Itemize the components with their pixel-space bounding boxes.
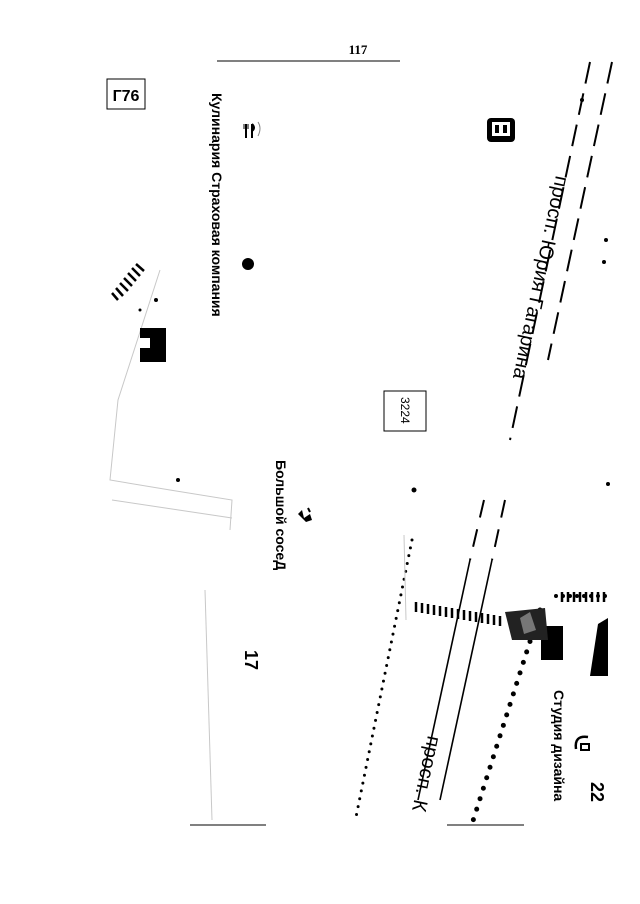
building-icon: [487, 118, 515, 142]
building-block-center: [505, 608, 563, 660]
pedestrian-crossing-center: [414, 602, 502, 626]
design-studio-icon: [574, 735, 590, 751]
street-label-gagarin: просп. Юрия Гагарина: [508, 174, 573, 382]
faint-outlines: [109, 269, 407, 821]
shop-icon: [298, 507, 312, 522]
building-block-left-notch: [140, 338, 150, 348]
small-dots: [138, 98, 610, 493]
dot-marker-icon: [242, 258, 254, 270]
poi-label-design-studio: Студия дизайна: [551, 690, 567, 801]
house-number-right: 22: [587, 782, 607, 802]
grid-ref-box: [106, 78, 146, 110]
avenue-lower-lines: [417, 559, 493, 801]
house-number-box-label: 3224: [398, 397, 412, 424]
house-number-left: 17: [241, 650, 261, 670]
avenue-gagarin-edges: [469, 61, 613, 561]
building-block-right: [590, 618, 608, 676]
page-number: 117: [349, 42, 368, 57]
poi-label-culinary-insurance: Кулинария Страховая компания: [209, 93, 225, 317]
grid-ref-label: Г76: [113, 88, 140, 105]
pedestrian-crossing-right: [560, 592, 606, 602]
pedestrian-crossing-left: [111, 263, 145, 301]
house-number-box: [383, 390, 427, 432]
dotted-paths: [353, 538, 608, 827]
street-label-lower: просп. К: [407, 734, 445, 814]
poi-label-big-neighbor: Большой сосеД: [273, 460, 289, 570]
restaurant-icon: [243, 121, 261, 138]
